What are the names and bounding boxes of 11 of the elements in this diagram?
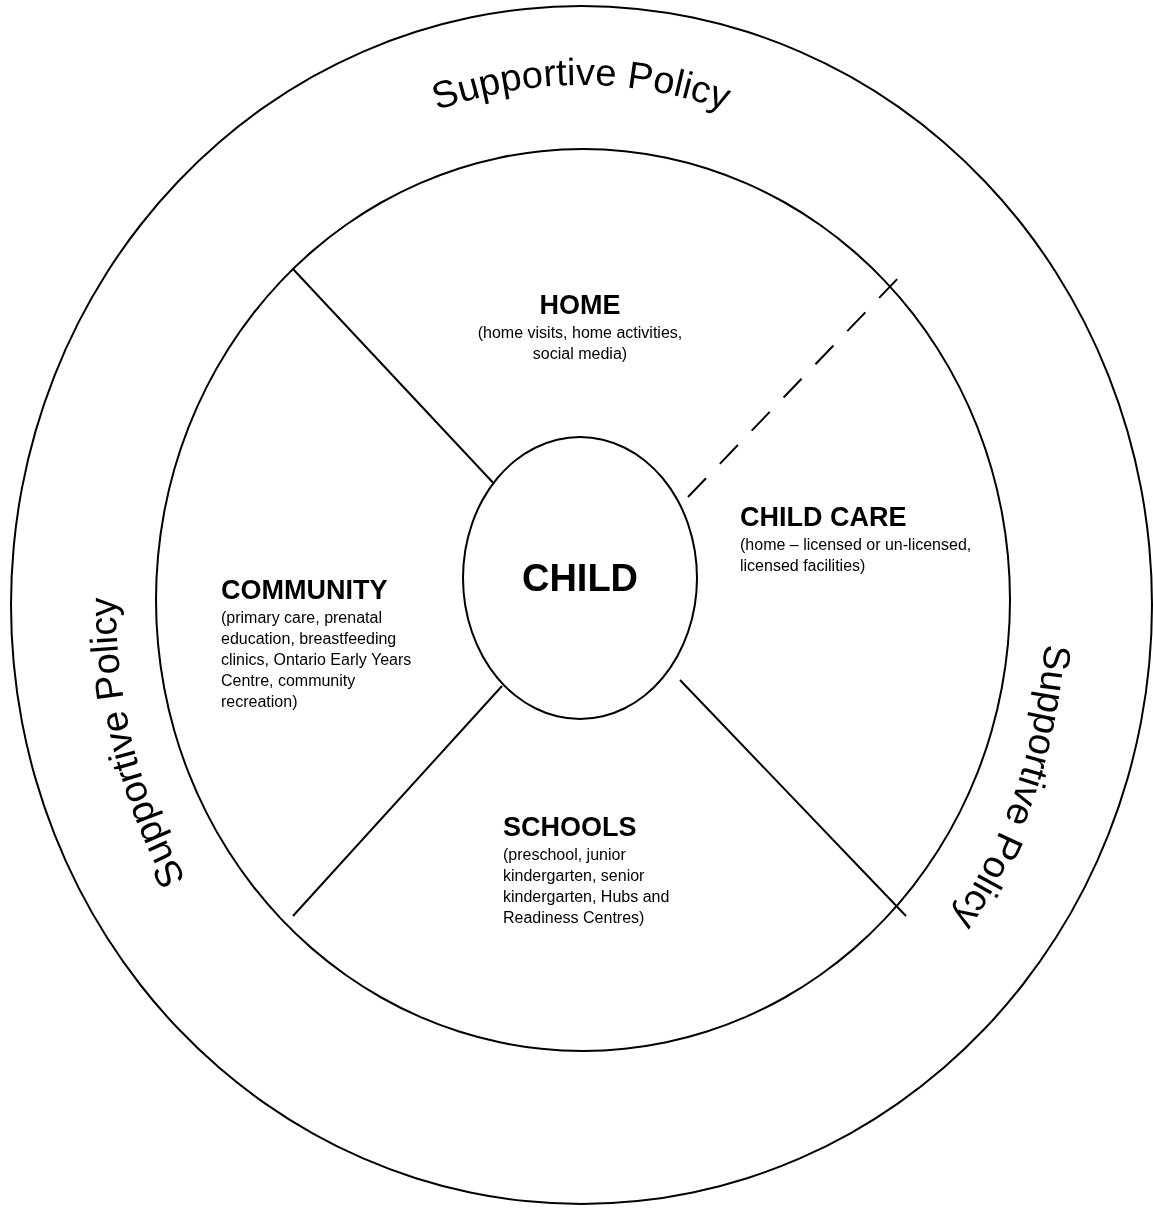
- sector-heading: COMMUNITY: [221, 574, 389, 607]
- center-label: CHILD: [521, 556, 639, 600]
- outer-ring: [10, 5, 1153, 1205]
- sector-description: (home visits, home activities, social media): [476, 323, 684, 364]
- sector-description: (home – licensed or un-licensed, licensed facilities): [740, 535, 973, 576]
- sector-heading: CHILD CARE: [740, 501, 908, 534]
- sector-description: (preschool, junior kindergarten, senior kindergarten, Hubs and Readiness Centres): [503, 845, 671, 928]
- ring-label: Supportive Policy: [426, 50, 736, 118]
- sector-heading: SCHOOLS: [503, 811, 638, 844]
- sector-description: (primary care, prenatal education, breastfeeding clinics, Ontario Early Years Centre, community recreation): [221, 608, 413, 712]
- sector-heading: HOME: [538, 289, 622, 322]
